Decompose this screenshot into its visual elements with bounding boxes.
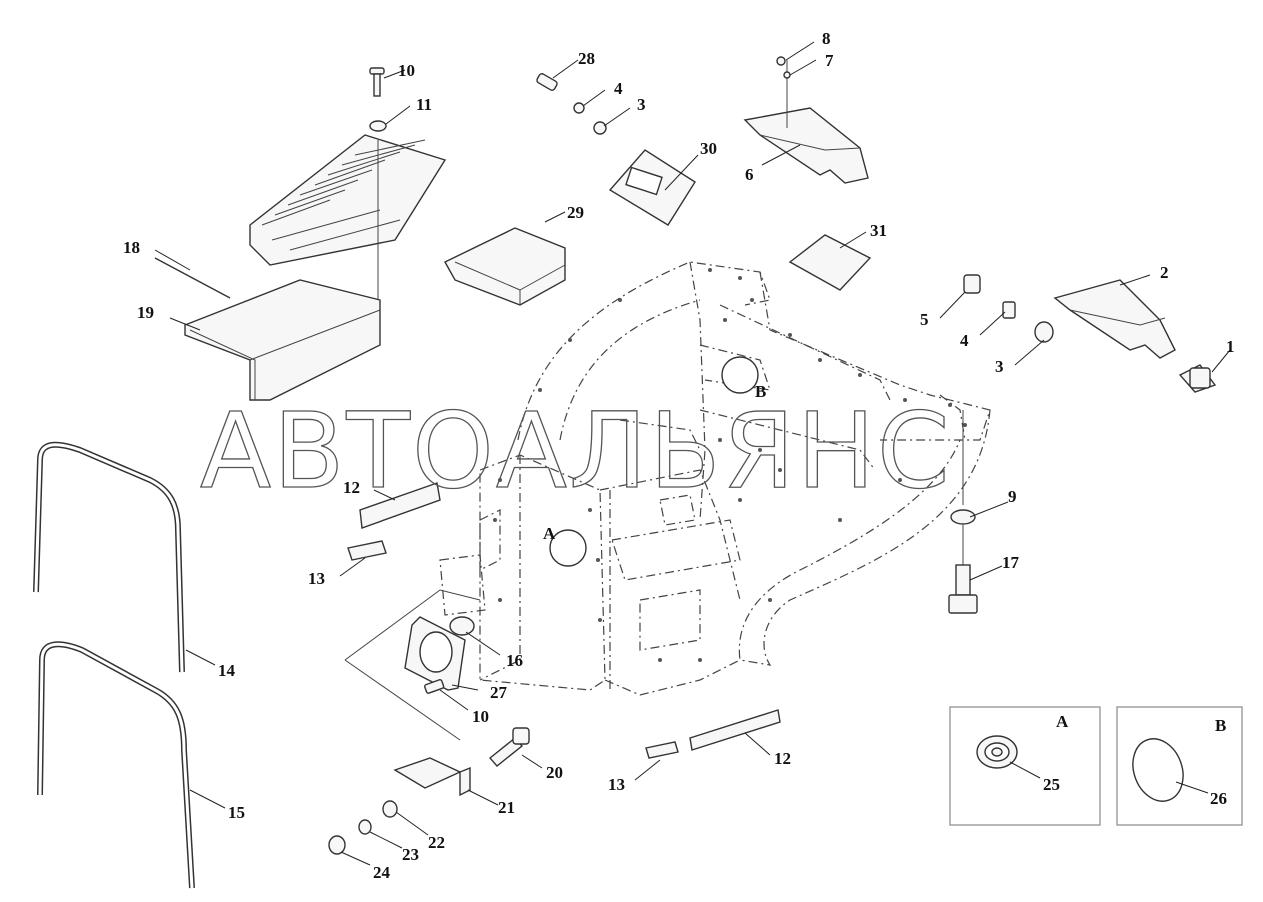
callout-29: 29 [567,203,584,222]
floor-grate-panel [249,134,447,345]
plate-27 [404,616,475,691]
callout-11: 11 [416,95,432,114]
bar-12-left [359,482,441,529]
callout-31: 31 [870,221,887,240]
leader-lines [154,41,1231,866]
bar-13-left [347,540,387,561]
detail-a-part-label: 25 [1043,775,1060,794]
cover-2 [1053,279,1176,359]
callout-A: A [543,524,556,543]
callout-12a: 12 [343,478,360,497]
detail-a-marker [549,529,587,567]
callout-8: 8 [822,29,831,48]
callout-21: 21 [498,798,515,817]
callout-24: 24 [373,863,391,882]
fasteners-5-4-3-1 [963,274,1217,393]
bracket-21 [393,757,471,797]
callout-4b: 4 [960,331,969,350]
callout-16: 16 [506,651,523,670]
callout-23: 23 [402,845,419,864]
callout-14: 14 [218,661,236,680]
detail-b-title: B [1215,716,1226,735]
grommet-25 [976,735,1041,779]
callout-30: 30 [700,139,717,158]
detail-b-part-label: 26 [1210,789,1227,808]
callout-22: 22 [428,833,445,852]
callout-1: 1 [1226,337,1235,356]
nut-24 [328,835,346,855]
rod-18 [154,257,231,299]
callout-12b: 12 [774,749,791,768]
plate-31 [788,234,872,291]
washer-22 [382,800,398,818]
callout-3a: 3 [637,95,646,114]
callout-2: 2 [1160,263,1169,282]
seal-15 [37,641,195,889]
callout-18: 18 [123,238,140,257]
assembly-leader-1 [344,589,481,661]
callout-19: 19 [137,303,154,322]
plate-30 [608,149,696,226]
callout-10b: 10 [472,707,489,726]
callout-13a: 13 [308,569,325,588]
callout-27: 27 [490,683,508,702]
frame-rivets [493,268,967,662]
bolt-10-top [369,67,387,132]
callout-10a: 10 [398,61,415,80]
step-bracket-19 [184,279,381,401]
callout-7: 7 [825,51,834,70]
bolt-17 [948,410,978,614]
assembly-leader-2 [344,659,461,741]
callout-15: 15 [228,803,245,822]
callout-5: 5 [920,310,929,329]
callout-13b: 13 [608,775,625,794]
bar-12-right [689,709,781,751]
fasteners-28-4-3 [536,73,607,135]
callout-17: 17 [1002,553,1020,572]
callout-B: B [755,382,766,401]
detail-view-a-frame [949,706,1101,826]
plug-26 [1132,738,1209,802]
cover-29 [444,227,566,306]
watermark-text: АВТОАЛЬЯНС [200,390,952,512]
detail-a-title: A [1056,712,1069,731]
callout-3b: 3 [995,357,1004,376]
seal-14 [33,441,185,673]
washer-23 [358,819,372,835]
bolt-20 [488,727,530,767]
detail-b-marker [721,356,759,394]
bolt-10-lower [424,679,445,694]
callout-labels: 10112843308761819293125431BA121391714162… [123,29,1235,882]
callout-6: 6 [745,165,754,184]
cab-frame [439,261,991,696]
callout-20: 20 [546,763,563,782]
bar-13-right [645,741,679,759]
callout-28: 28 [578,49,595,68]
callout-9: 9 [1008,487,1017,506]
callout-4a: 4 [614,79,623,98]
cover-6 [743,56,869,184]
